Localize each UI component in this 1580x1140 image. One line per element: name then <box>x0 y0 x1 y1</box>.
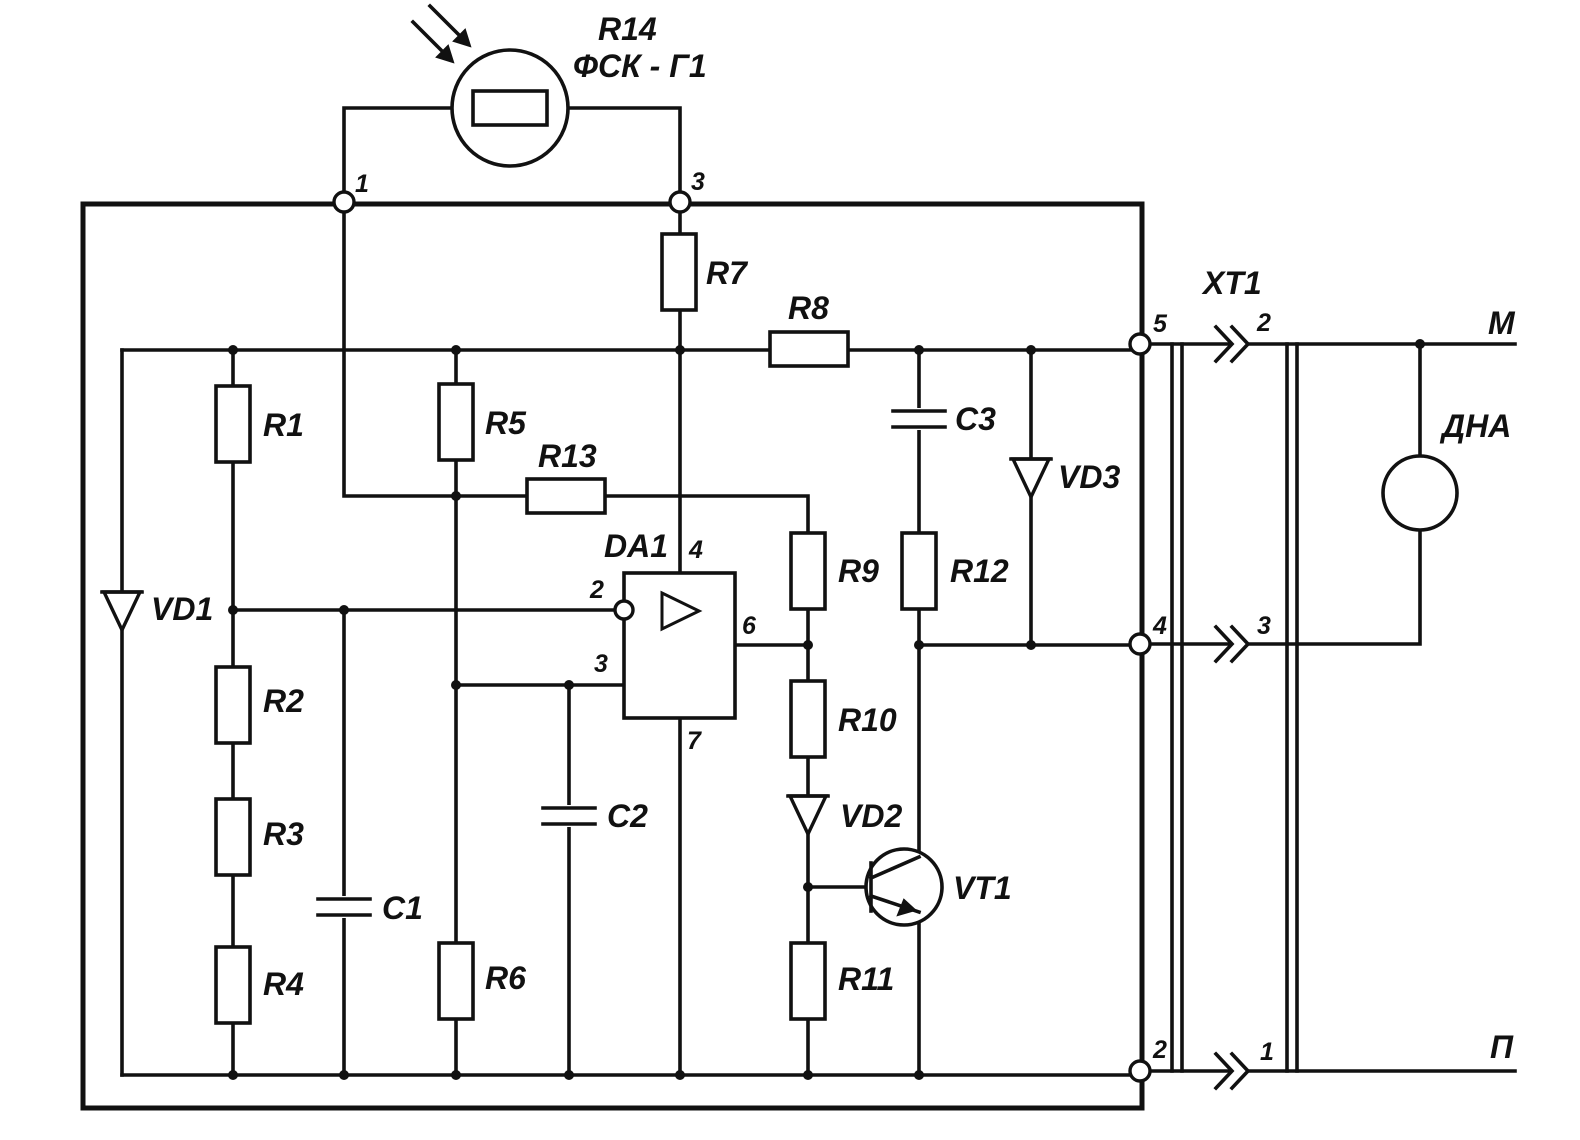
module-terminals <box>332 190 1152 1083</box>
r10-label: R10 <box>838 702 897 738</box>
vd3-label: VD3 <box>1058 459 1120 495</box>
r11-label: R11 <box>838 961 894 997</box>
load-label: ДНА <box>1439 408 1511 444</box>
line-m-label: М <box>1488 305 1516 341</box>
resistor-r7 <box>660 232 698 312</box>
da1-label: DA1 <box>604 528 668 564</box>
da1-pin-3-label: 3 <box>594 650 608 678</box>
r9-label: R9 <box>838 553 879 589</box>
r13-label: R13 <box>538 438 597 474</box>
resistor-r6 <box>437 941 475 1021</box>
photoresistor-element <box>471 89 549 127</box>
opamp-da1 <box>613 571 737 720</box>
connector-chevron-icon <box>1213 1051 1251 1091</box>
r14-label: R14 <box>598 11 657 47</box>
terminal-3-label: 3 <box>691 168 705 196</box>
resistor-r4 <box>214 945 252 1025</box>
emitter-arrow-icon <box>896 898 917 917</box>
r12-label: R12 <box>950 553 1009 589</box>
inverting-input-bubble <box>613 599 635 621</box>
line-p-label: П <box>1490 1029 1514 1065</box>
r1-label: R1 <box>263 407 304 443</box>
resistor-r13 <box>525 477 607 515</box>
da1-pin-4-label: 4 <box>688 536 703 564</box>
opamp-body <box>622 571 737 720</box>
connector-chevron-icon <box>1213 324 1251 364</box>
r5-label: R5 <box>485 405 527 441</box>
c1-label: C1 <box>382 890 423 926</box>
da1-pin-2-label: 2 <box>589 576 604 604</box>
resistor-r8 <box>768 330 850 368</box>
terminal-4-label: 4 <box>1152 612 1167 640</box>
resistor-r3 <box>214 797 252 877</box>
module-frame <box>80 201 1145 1111</box>
r2-label: R2 <box>263 683 304 719</box>
resistor-r12 <box>900 531 938 611</box>
xt1-pin-3-label: 3 <box>1257 612 1271 640</box>
r3-label: R3 <box>263 816 304 852</box>
resistor-r9 <box>789 531 827 611</box>
transistor-vt1 <box>864 847 944 927</box>
capacitor-c2 <box>541 805 597 827</box>
terminal-1-label: 1 <box>355 170 369 198</box>
capacitors <box>316 408 947 918</box>
da1-pin-7-label: 7 <box>687 727 702 755</box>
terminal-2 <box>1128 1059 1152 1083</box>
r4-label: R4 <box>263 966 304 1002</box>
resistor-r2 <box>214 665 252 745</box>
r14-type-label: ФСК - Г1 <box>573 48 707 84</box>
r8-label: R8 <box>788 290 829 326</box>
xt1-pin-1-label: 1 <box>1260 1038 1274 1066</box>
resistor-r1 <box>214 384 252 464</box>
diode-vd3 <box>1009 457 1053 501</box>
diode-vd2 <box>786 794 830 838</box>
resistor-r11 <box>789 941 827 1021</box>
r7-label: R7 <box>706 255 749 291</box>
da1-pin-6-label: 6 <box>742 612 757 640</box>
opamp-triangle-icon <box>660 590 703 632</box>
c3-label: C3 <box>955 401 996 437</box>
c2-label: C2 <box>607 798 648 834</box>
diode-vd1 <box>100 590 144 634</box>
labels: 1 3 5 4 2 R7 R8 R1 R5 R13 R2 R3 R4 R6 R9… <box>151 168 1516 1066</box>
connector-xt1 <box>1213 324 1251 1091</box>
terminal-2-label: 2 <box>1152 1036 1167 1064</box>
connector-chevron-icon <box>1213 624 1251 664</box>
resistor-r5 <box>437 382 475 462</box>
vt1-label: VT1 <box>953 870 1012 906</box>
terminal-5-label: 5 <box>1153 310 1168 338</box>
xt1-label: XT1 <box>1201 265 1262 301</box>
terminal-1 <box>332 190 356 214</box>
resistor-r10 <box>789 679 827 759</box>
terminal-4 <box>1128 632 1152 656</box>
photoresistor-r14: R14 ФСК - Г1 <box>410 3 707 168</box>
resistors <box>214 232 938 1025</box>
junction-dots <box>228 339 1425 1080</box>
r6-label: R6 <box>485 960 526 996</box>
diodes <box>100 457 1053 838</box>
load-dna <box>1381 454 1459 532</box>
vd2-label: VD2 <box>840 798 902 834</box>
terminal-5 <box>1128 332 1152 356</box>
vd1-label: VD1 <box>151 591 213 627</box>
terminal-3 <box>668 190 692 214</box>
light-arrows-icon <box>410 3 472 64</box>
xt1-pin-2-label: 2 <box>1256 309 1271 337</box>
capacitor-c1 <box>316 896 372 918</box>
capacitor-c3 <box>891 408 947 430</box>
